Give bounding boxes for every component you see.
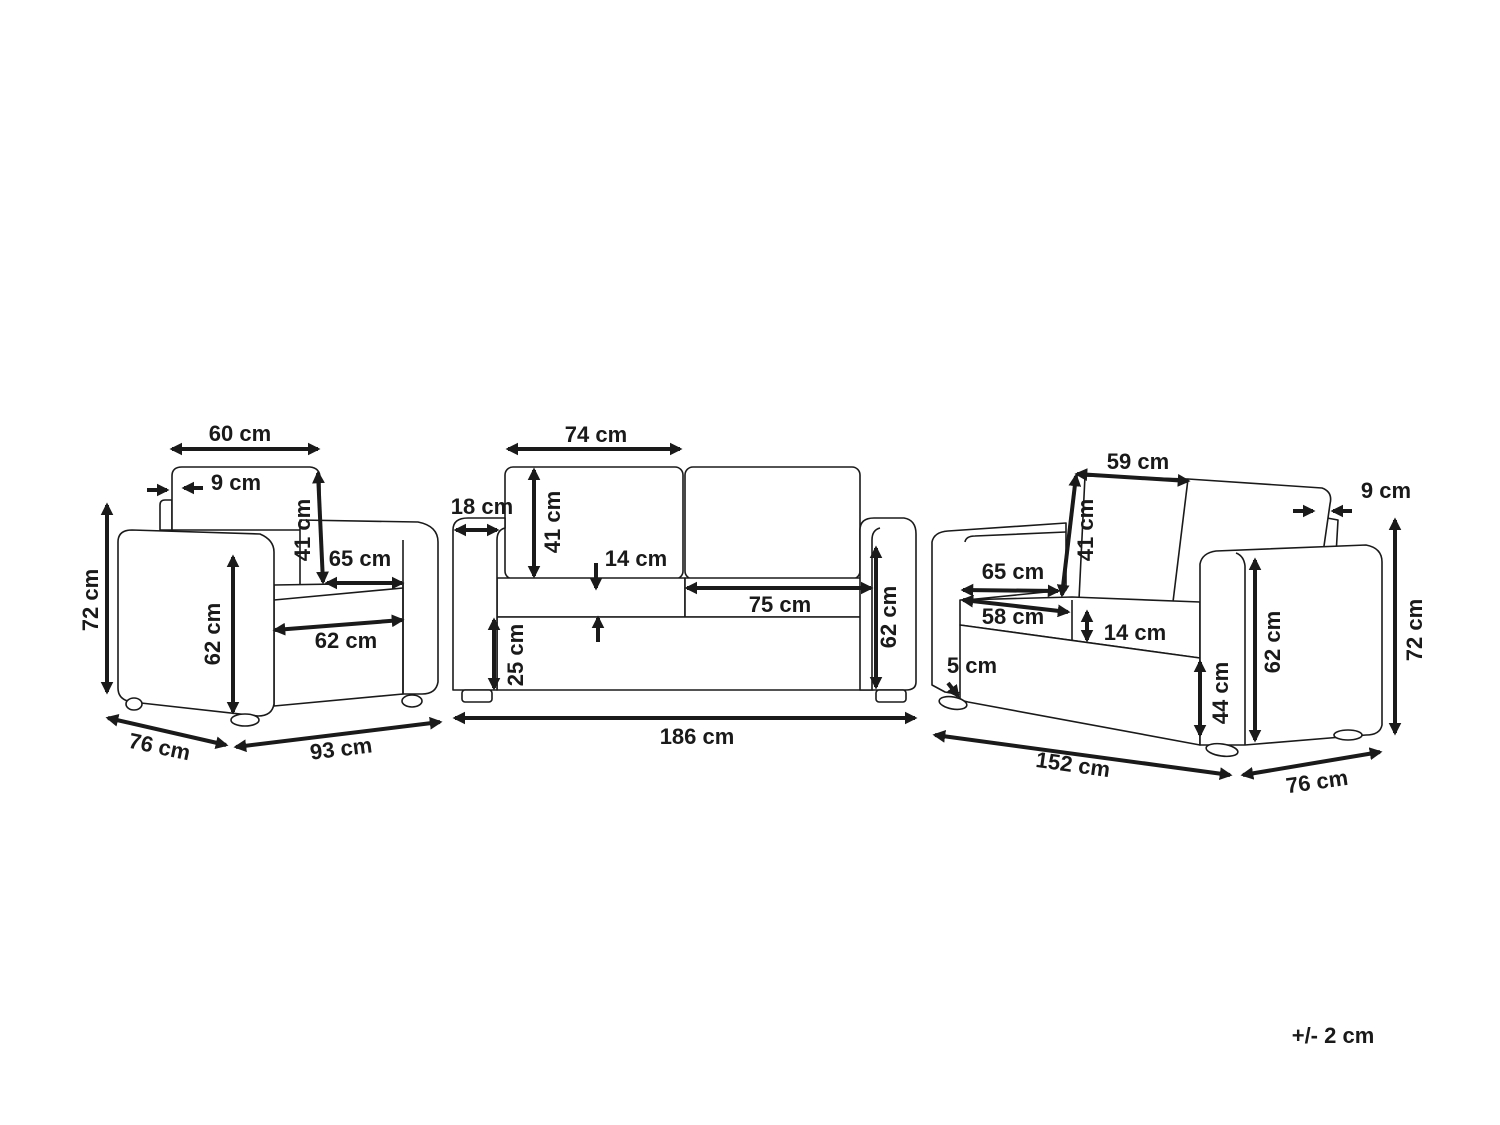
tolerance-note: +/- 2 cm (1292, 1023, 1375, 1048)
dim-arrow (1240, 747, 1383, 780)
loveseat-right-arm-front (1235, 552, 1246, 745)
loveseat-dimensions: 59 cm 9 cm 41 cm 65 cm 58 cm 14 cm 5 cm … (932, 449, 1427, 798)
dim-label: 44 cm (1208, 662, 1233, 724)
dim-label: 76 cm (1284, 765, 1349, 798)
loveseat-left-arm-inner (964, 531, 1067, 543)
sofa-seat-cushion (496, 577, 686, 618)
sofa-arm-edge (871, 527, 881, 690)
sofa-leg (875, 689, 907, 703)
dim-label: 62 cm (200, 603, 225, 665)
dim-label: 62 cm (876, 586, 901, 648)
dim-label: 14 cm (605, 546, 667, 571)
armchair-left-arm (117, 529, 275, 717)
sofa-leg (461, 689, 493, 703)
dim-label: 186 cm (660, 724, 735, 749)
dim-arrow (105, 714, 229, 749)
armchair-leg (125, 697, 143, 711)
dim-arrow (960, 594, 1071, 618)
dim-label: 60 cm (209, 421, 271, 446)
dim-arrow (272, 614, 405, 636)
dim-label: 75 cm (749, 592, 811, 617)
dim-arrow (233, 716, 443, 753)
armchair-back-stub (159, 499, 173, 531)
sofa-dimensions: 74 cm 18 cm 41 cm 14 cm 75 cm 62 cm 25 c… (451, 422, 918, 749)
dim-label: 59 cm (1107, 449, 1169, 474)
dim-arrow (932, 730, 1233, 780)
dim-label: 18 cm (451, 494, 513, 519)
sofa-drawing (452, 466, 917, 703)
sofa-back-cushion (684, 466, 861, 580)
armchair-leg (401, 694, 423, 708)
armchair-drawing (117, 466, 439, 727)
dim-label: 25 cm (503, 624, 528, 686)
armchair-leg (230, 713, 260, 727)
loveseat-cushion-divider (1171, 478, 1189, 611)
sofa-base (496, 616, 874, 691)
armchair-seat-edge (273, 587, 404, 601)
dim-label: 72 cm (78, 569, 103, 631)
sofa-left-arm (452, 517, 506, 691)
dim-label: 58 cm (982, 604, 1044, 629)
dim-arrow (960, 583, 1061, 598)
dim-label: 5 cm (947, 653, 997, 678)
dim-label: 9 cm (1361, 478, 1411, 503)
dim-label: 72 cm (1402, 599, 1427, 661)
dim-arrow (946, 681, 960, 699)
dim-arrow (1074, 468, 1191, 487)
dim-arrow (1056, 473, 1082, 598)
dim-label: 41 cm (1073, 499, 1098, 561)
dim-arrow (312, 470, 329, 585)
dim-label: 65 cm (329, 546, 391, 571)
dim-label: 9 cm (211, 470, 261, 495)
dim-label: 14 cm (1104, 620, 1166, 645)
dim-label: 41 cm (290, 499, 315, 561)
dim-label: 65 cm (982, 559, 1044, 584)
loveseat-leg (1333, 729, 1363, 741)
dim-label: 41 cm (540, 491, 565, 553)
dim-label: 62 cm (1260, 611, 1285, 673)
dim-label: 74 cm (565, 422, 627, 447)
dim-label: 62 cm (315, 628, 377, 653)
loveseat-base (959, 624, 1201, 746)
dim-label: 152 cm (1034, 747, 1111, 782)
